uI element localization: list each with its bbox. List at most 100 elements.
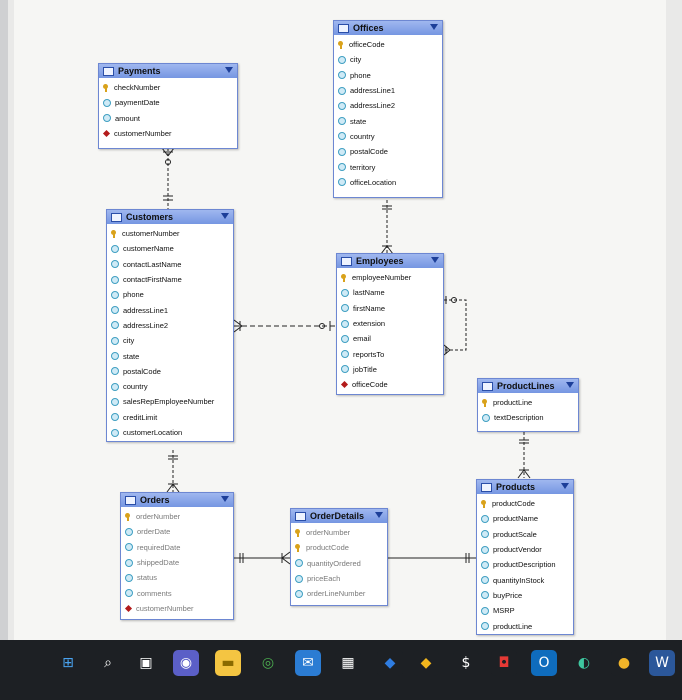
field-row[interactable]: salesRepEmployeeNumber	[111, 394, 229, 409]
field-row[interactable]: customerNumber	[124, 601, 229, 616]
field-row[interactable]: firstName	[341, 301, 439, 316]
field-row[interactable]: postalCode	[111, 364, 229, 379]
field-row[interactable]: country	[338, 129, 438, 144]
field-row[interactable]: officeCode	[338, 37, 438, 52]
chevron-down-icon[interactable]	[431, 257, 439, 263]
chrome-icon[interactable]: ◎	[255, 650, 281, 676]
field-row[interactable]: employeeNumber	[341, 270, 439, 285]
field-row[interactable]: shippedDate	[125, 555, 229, 570]
security-icon[interactable]: ◘	[491, 650, 517, 676]
field-row[interactable]: city	[111, 333, 229, 348]
field-row[interactable]: officeLocation	[338, 175, 438, 190]
field-row[interactable]: contactFirstName	[111, 272, 229, 287]
field-row[interactable]: productDescription	[481, 557, 569, 572]
field-row[interactable]: productName	[481, 511, 569, 526]
field-row[interactable]: lastName	[341, 285, 439, 300]
chevron-down-icon[interactable]	[375, 512, 383, 518]
field-row[interactable]: extension	[341, 316, 439, 331]
mail-icon[interactable]: ✉	[295, 650, 321, 676]
field-row[interactable]: phone	[338, 68, 438, 83]
field-row[interactable]: MSRP	[481, 603, 569, 618]
chevron-down-icon[interactable]	[566, 382, 574, 388]
chevron-down-icon[interactable]	[225, 67, 233, 73]
field-row[interactable]: productLine	[482, 395, 574, 410]
orders-header[interactable]: Orders	[121, 493, 233, 507]
field-row[interactable]: amount	[103, 111, 233, 126]
field-row[interactable]: contactLastName	[111, 257, 229, 272]
field-row[interactable]: state	[111, 348, 229, 363]
field-row[interactable]: requiredDate	[125, 540, 229, 555]
store-icon[interactable]: ▦	[335, 650, 361, 676]
field-row[interactable]: orderDate	[125, 524, 229, 539]
products-header[interactable]: Products	[477, 480, 573, 494]
field-row[interactable]: comments	[125, 585, 229, 600]
field-row[interactable]: checkNumber	[103, 80, 233, 95]
chevron-down-icon[interactable]	[430, 24, 438, 30]
field-row[interactable]: productCode	[295, 540, 383, 555]
task-view-icon[interactable]: ▣	[133, 650, 159, 676]
field-row[interactable]: textDescription	[482, 410, 574, 425]
field-row[interactable]: country	[111, 379, 229, 394]
field-row[interactable]: customerNumber	[111, 226, 229, 241]
dropbox-icon[interactable]: ◆	[377, 650, 403, 676]
field-row[interactable]: city	[338, 52, 438, 67]
field-row[interactable]: customerName	[111, 241, 229, 256]
chevron-down-icon[interactable]	[221, 496, 229, 502]
video-call-icon[interactable]: ◉	[173, 650, 199, 676]
field-row[interactable]: territory	[338, 159, 438, 174]
column-icon	[481, 560, 489, 569]
field-row[interactable]: quantityOrdered	[295, 556, 383, 571]
field-row[interactable]: state	[338, 113, 438, 128]
dollar-app-icon[interactable]: $	[453, 650, 479, 676]
chevron-down-icon[interactable]	[221, 213, 229, 219]
vpn-icon[interactable]: ◆	[413, 650, 439, 676]
media-icon[interactable]: ●	[611, 650, 637, 676]
field-row[interactable]: orderLineNumber	[295, 586, 383, 601]
word-icon[interactable]: W	[649, 650, 675, 676]
field-row[interactable]: email	[341, 331, 439, 346]
payments-header[interactable]: Payments	[99, 64, 237, 78]
employees-header[interactable]: Employees	[337, 254, 443, 268]
field-row[interactable]: customerNumber	[102, 126, 233, 141]
field-row[interactable]: officeCode	[340, 377, 439, 392]
field-row[interactable]: productScale	[481, 527, 569, 542]
search-icon[interactable]: ⌕	[95, 650, 121, 676]
field-row[interactable]: productLine	[481, 618, 569, 633]
windows-start-icon[interactable]: ⊞	[55, 650, 81, 676]
field-row[interactable]: addressLine1	[111, 302, 229, 317]
field-row[interactable]: reportsTo	[341, 346, 439, 361]
field-row[interactable]: addressLine2	[338, 98, 438, 113]
field-row[interactable]: buyPrice	[481, 588, 569, 603]
field-row[interactable]: productVendor	[481, 542, 569, 557]
field-row[interactable]: quantityInStock	[481, 572, 569, 587]
chevron-down-icon[interactable]	[561, 483, 569, 489]
field-row[interactable]: creditLimit	[111, 410, 229, 425]
file-explorer-icon[interactable]: ▬	[215, 650, 241, 676]
field-row[interactable]: addressLine1	[338, 83, 438, 98]
field-row[interactable]: orderNumber	[295, 525, 383, 540]
field-row[interactable]: addressLine2	[111, 318, 229, 333]
field-row[interactable]: orderNumber	[125, 509, 229, 524]
field-row[interactable]: customerLocation	[111, 425, 229, 440]
field-row[interactable]: status	[125, 570, 229, 585]
field-row[interactable]: productCode	[481, 496, 569, 511]
field-row[interactable]: postalCode	[338, 144, 438, 159]
field-row[interactable]: priceEach	[295, 571, 383, 586]
outlook-icon[interactable]: O	[531, 650, 557, 676]
productlines-header[interactable]: ProductLines	[478, 379, 578, 393]
field-row[interactable]: paymentDate	[103, 95, 233, 110]
customers-header[interactable]: Customers	[107, 210, 233, 224]
edge-icon[interactable]: ◐	[571, 650, 597, 676]
orderdetails-header[interactable]: OrderDetails	[291, 509, 387, 523]
offices-header[interactable]: Offices	[334, 21, 442, 35]
field-row[interactable]: phone	[111, 287, 229, 302]
field-row[interactable]: jobTitle	[341, 362, 439, 377]
